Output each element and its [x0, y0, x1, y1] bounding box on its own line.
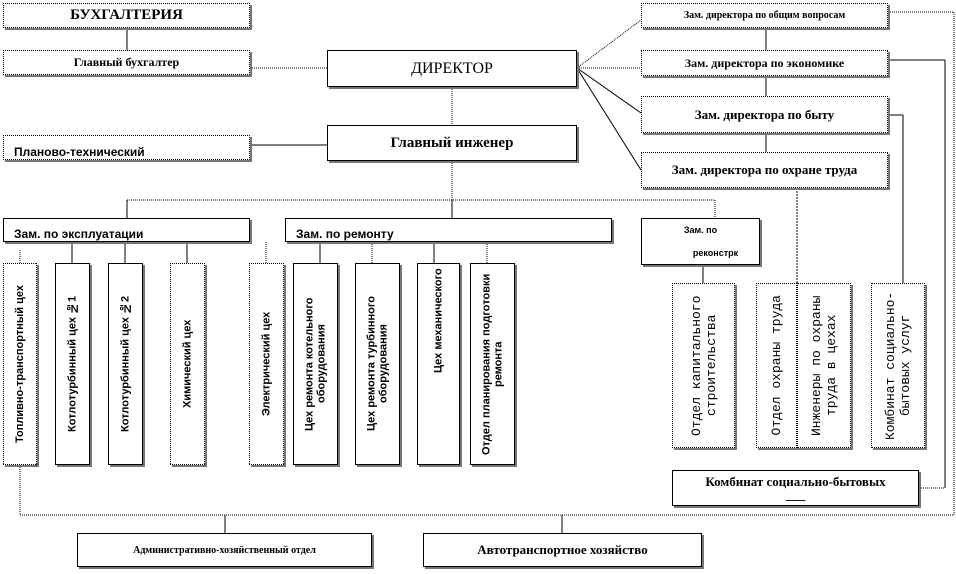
planning-technical-box: Планово-технический: [3, 135, 250, 160]
deputy-household-box: Зам. директора по быту: [641, 96, 888, 133]
workshop-mechanical: Цех механического: [417, 263, 460, 465]
deputy-operations-box: Зам. по эксплуатации: [3, 218, 250, 242]
workshop-boiler-turbine-1: Котлотурбинный цех №1: [55, 263, 90, 465]
deputy-construction-box: Зам. по реконстрк: [641, 218, 760, 265]
deputy-construction-line1: Зам. по: [683, 225, 718, 236]
dept-capital-construction-label: Отдел капитального строительства: [688, 295, 719, 436]
social-services-plant-box: Комбинат социально-бытовых ___: [672, 470, 919, 506]
social-services-plant-label: Комбинат социально-бытовых: [705, 474, 886, 489]
accounting-box: БУХГАЛТЕРИЯ: [3, 3, 250, 28]
deputy-repair-box: Зам. по ремонту: [285, 218, 612, 242]
deputy-general-box: Зам. директора по общим вопросам: [641, 3, 888, 28]
social-services-vertical-label: Комбинат социально-бытовых услуг: [883, 291, 913, 440]
director-box: ДИРЕКТОР: [327, 50, 577, 87]
transport-box: Автотранспортное хозяйство: [423, 533, 702, 567]
chief-accountant-box: Главный бухгалтер: [3, 50, 250, 75]
dept-repair-planning: Отдел планирования подготовки ремонта: [470, 263, 515, 465]
deputy-construction-line2: реконстрк: [692, 247, 739, 258]
workshop-boiler-repair: Цех ремонта котельного оборудования: [293, 263, 338, 465]
workshop-fuel-transport: Топливно-транспортный цех: [3, 263, 37, 465]
workshop-electrical: Электрический цех: [249, 263, 284, 465]
workshop-chemical: Химический цех: [170, 263, 205, 465]
deputy-labor-safety-box: Зам. директора по охране труда: [641, 152, 888, 188]
social-services-plant-tail: ___: [785, 487, 806, 502]
dept-capital-construction: Отдел капитального строительства: [672, 283, 735, 448]
labor-safety-engineers: Инженеры по охраны труда в цехах: [797, 283, 851, 448]
admin-dept-box: Административно-хозяйственный отдел: [77, 533, 372, 567]
labor-safety-engineers-label: Инженеры по охраны труда в цехах: [809, 295, 839, 436]
deputy-economics-box: Зам. директора по экономике: [641, 50, 888, 76]
workshop-boiler-turbine-2: Котлотурбинный цех №2: [108, 263, 143, 465]
chief-engineer-box: Главный инженер: [327, 125, 577, 161]
dept-labor-safety: Отдел охраны труда: [756, 283, 797, 448]
workshop-turbine-repair: Цех ремонта турбинного оборудования: [355, 263, 400, 465]
social-services-vertical: Комбинат социально-бытовых услуг: [871, 283, 925, 448]
dept-labor-safety-label: Отдел охраны труда: [769, 295, 784, 436]
